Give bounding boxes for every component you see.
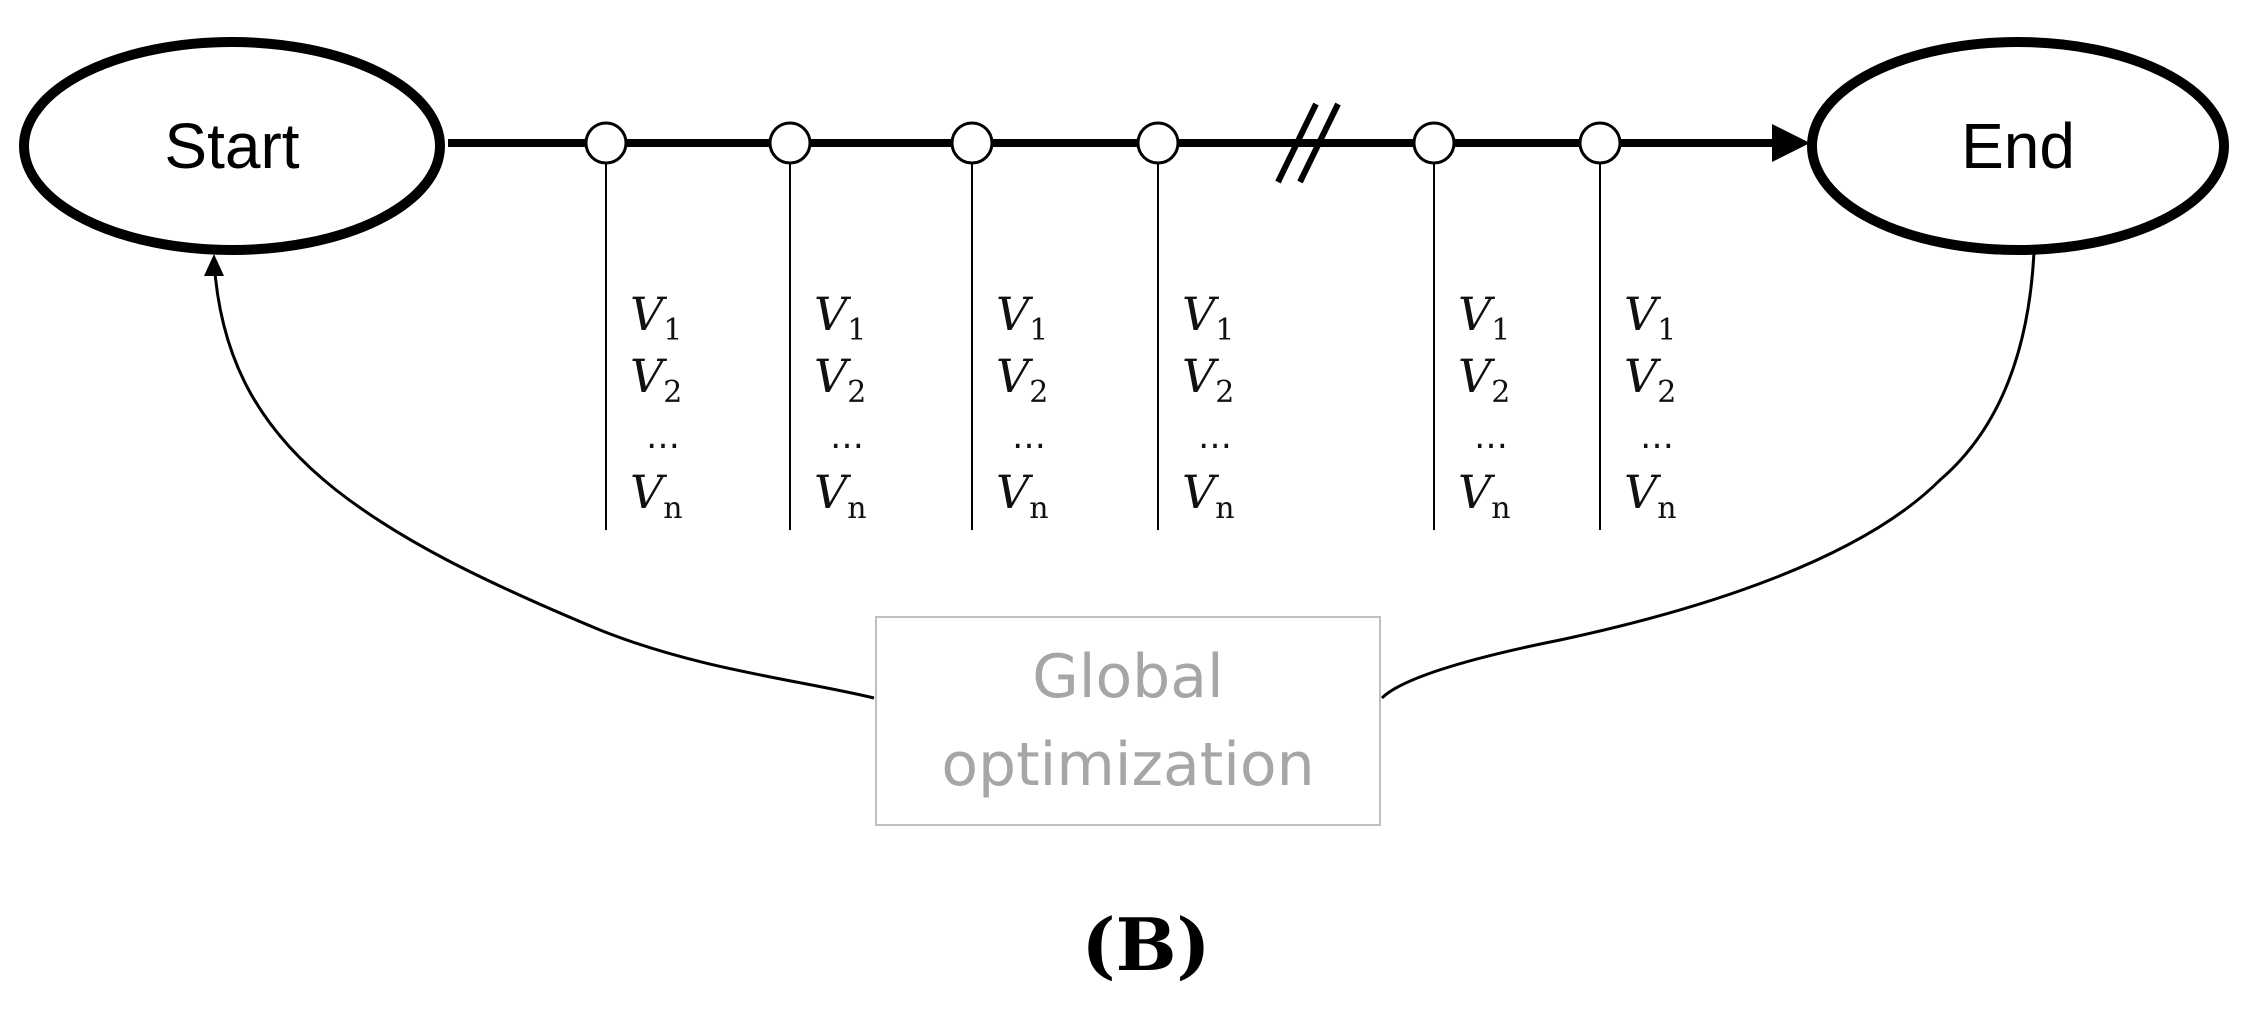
variable-vn: Vn	[996, 465, 1049, 526]
timeline-node	[768, 121, 812, 165]
variable-vn: Vn	[630, 465, 683, 526]
variable-v2: V2	[630, 349, 682, 410]
variable-v1: V1	[630, 287, 682, 348]
variable-ellipsis: …	[1640, 417, 1674, 457]
timeline-arrowhead	[1772, 124, 1810, 162]
timeline-node	[950, 121, 994, 165]
variable-ellipsis: …	[1198, 417, 1232, 457]
timeline-node	[584, 121, 628, 165]
variable-ellipsis: …	[1012, 417, 1046, 457]
end-node	[1807, 37, 2229, 255]
variable-v2: V2	[814, 349, 866, 410]
variable-vn: Vn	[814, 465, 867, 526]
timeline-node	[1136, 121, 1180, 165]
variable-vn: Vn	[1458, 465, 1511, 526]
variable-v2: V2	[1624, 349, 1676, 410]
feedback-curve-left	[212, 259, 875, 700]
feedback-arrowhead	[204, 254, 224, 276]
global-optimization-line1: Global	[1032, 642, 1223, 712]
variable-ellipsis: …	[646, 417, 680, 457]
variable-v2: V2	[996, 349, 1048, 410]
start-node	[19, 37, 445, 255]
variable-v1: V1	[1182, 287, 1234, 348]
variable-v2: V2	[1458, 349, 1510, 410]
feedback-curve-right	[1380, 251, 2036, 700]
timeline-node	[1412, 121, 1456, 165]
end-node-label: End	[1961, 110, 2075, 182]
variable-vn: Vn	[1182, 465, 1235, 526]
figure-caption: (B)	[1082, 902, 1211, 987]
variable-v1: V1	[1624, 287, 1676, 348]
variable-v1: V1	[814, 287, 866, 348]
break-mark-left	[1275, 102, 1319, 184]
break-mark-right	[1297, 102, 1341, 184]
start-node-label: Start	[164, 110, 299, 182]
variable-vn: Vn	[1624, 465, 1677, 526]
global-optimization-box	[875, 616, 1381, 826]
timeline-node	[1578, 121, 1622, 165]
variable-v2: V2	[1182, 349, 1234, 410]
global-optimization-line2: optimization	[941, 730, 1314, 800]
variable-ellipsis: …	[1474, 417, 1508, 457]
variable-v1: V1	[996, 287, 1048, 348]
timeline-nodes: V1V2…VnV1V2…VnV1V2…VnV1V2…VnV1V2…VnV1V2……	[584, 121, 1677, 530]
variable-ellipsis: …	[830, 417, 864, 457]
variable-v1: V1	[1458, 287, 1510, 348]
